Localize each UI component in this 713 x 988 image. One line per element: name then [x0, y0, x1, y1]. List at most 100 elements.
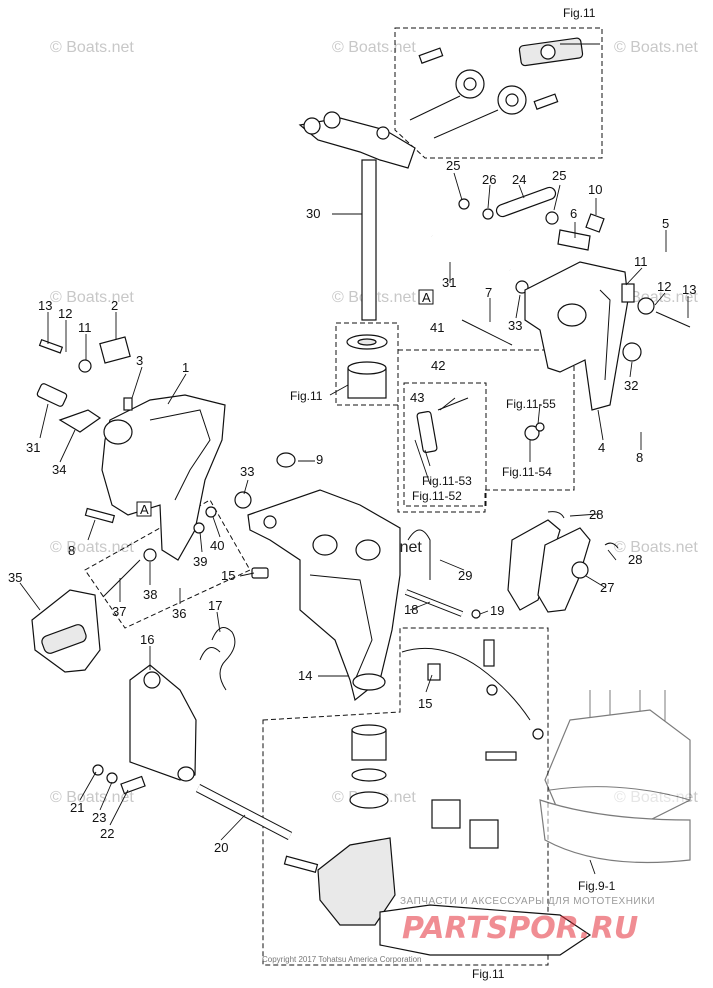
fig91-lower-unit: [539, 690, 691, 864]
shaft-20: [195, 784, 293, 840]
fig-ref-11-53: Fig.11-53: [422, 474, 472, 488]
label-10: 10: [588, 182, 602, 197]
label-35: 35: [8, 570, 22, 585]
watermark: © Boats.net: [614, 539, 698, 556]
box-36: [84, 499, 251, 629]
label-21: 21: [70, 800, 84, 815]
ref-marker-right: A: [422, 290, 431, 305]
link-arm-24: [458, 186, 605, 251]
footer: Copyright 2017 Tohatsu America Corporati…: [262, 896, 655, 964]
box-43: [403, 382, 487, 507]
label-28-lower: 28: [628, 552, 642, 567]
watermark: © Boats.net: [50, 39, 134, 56]
label-34: 34: [52, 462, 66, 477]
label-29: 29: [458, 568, 472, 583]
watermark: © Boats.net: [614, 289, 698, 306]
fig-refs: Fig.11 Fig.11 Fig.11-55 Fig.11-54 Fig.11…: [290, 6, 616, 981]
label-8-left: 8: [68, 543, 75, 558]
parts-31-34: [36, 383, 102, 433]
right-parts: [404, 511, 619, 619]
label-25-left: 25: [446, 158, 460, 173]
watermark: © Boats.net: [50, 539, 134, 556]
top-fig11-parts: [409, 37, 600, 139]
label-32: 32: [624, 378, 638, 393]
fig-ref-11-54: Fig.11-54: [502, 465, 552, 479]
label-1: 1: [182, 360, 189, 375]
label-5: 5: [662, 216, 669, 231]
label-19: 19: [490, 603, 504, 618]
bottom-fig11-parts: [283, 639, 592, 956]
label-26: 26: [482, 172, 496, 187]
label-23: 23: [92, 810, 106, 825]
fig-ref-11-52: Fig.11-52: [412, 489, 462, 503]
label-11-left: 11: [78, 320, 92, 335]
copyright: Copyright 2017 Tohatsu America Corporati…: [262, 955, 422, 964]
label-17: 17: [208, 598, 222, 613]
bushings: [346, 334, 388, 399]
tilt-lock-16-17: [92, 627, 236, 795]
label-14: 14: [298, 668, 312, 683]
fig-ref-mid: Fig.11: [290, 389, 323, 403]
ref-marker-box-left: [136, 501, 152, 517]
label-39: 39: [193, 554, 207, 569]
label-20: 20: [214, 840, 228, 855]
fig-ref-top: Fig.11: [563, 6, 596, 20]
label-9: 9: [316, 452, 323, 467]
ref-markers: A A: [136, 289, 434, 517]
label-15-lower: 15: [418, 696, 432, 711]
ref-marker-left: A: [140, 502, 149, 517]
fig-ref-bottom: Fig.11: [472, 967, 505, 981]
label-15-upper: 15: [221, 568, 235, 583]
label-36: 36: [172, 606, 186, 621]
label-12-left: 12: [58, 306, 72, 321]
label-3: 3: [136, 353, 143, 368]
label-27: 27: [600, 580, 614, 595]
watermark: © Boats.net: [50, 289, 134, 306]
label-42: 42: [431, 358, 445, 373]
mid-small-parts: [84, 452, 296, 598]
label-16: 16: [140, 632, 154, 647]
shop-tagline: ЗАПЧАСТИ И АКСЕССУАРЫ ДЛЯ МОТОТЕХНИКИ: [400, 896, 655, 907]
label-12-right: 12: [657, 279, 671, 294]
label-28-upper: 28: [589, 507, 603, 522]
label-40: 40: [210, 538, 224, 553]
label-7: 7: [485, 285, 492, 300]
clamp-bracket-1: [38, 336, 226, 561]
label-4: 4: [598, 440, 605, 455]
label-11-right: 11: [634, 254, 648, 269]
label-41: 41: [430, 320, 444, 335]
label-24: 24: [512, 172, 526, 187]
bottom-fig11-box: [262, 627, 549, 966]
label-33-right: 33: [508, 318, 522, 333]
watermark: © Boats.net: [614, 39, 698, 56]
label-31-left: 31: [26, 440, 40, 455]
label-31-upper: 31: [442, 275, 456, 290]
fig-ref-9-1: Fig.9-1: [578, 879, 616, 893]
label-43: 43: [410, 390, 424, 405]
label-13-left: 13: [38, 298, 52, 313]
handle-35: [31, 589, 101, 673]
watermark: © Boats.net: [332, 39, 416, 56]
leader-lines: [19, 172, 689, 875]
fig-ref-11-55: Fig.11-55: [506, 397, 556, 411]
label-2: 2: [111, 298, 118, 313]
clamp-bracket-4: [524, 261, 691, 411]
part-labels: 13 12 11 2 3 1 31 34 35 16 17 14 15 15 8…: [8, 158, 696, 855]
shop-logo: PARTSPOR.RU: [402, 911, 638, 946]
label-13-right: 13: [682, 282, 696, 297]
label-30: 30: [306, 206, 320, 221]
watermark: © Boats.net: [50, 789, 134, 806]
top-fig11-box: [394, 27, 603, 159]
swivel-case-14: [247, 489, 401, 702]
label-6: 6: [570, 206, 577, 221]
ref-marker-box-right: [418, 289, 434, 305]
label-22: 22: [100, 826, 114, 841]
label-18: 18: [404, 602, 418, 617]
label-38: 38: [143, 587, 157, 602]
label-25-right: 25: [552, 168, 566, 183]
label-8-right: 8: [636, 450, 643, 465]
label-33-left: 33: [240, 464, 254, 479]
label-37: 37: [112, 604, 126, 619]
steering-shaft-30: [298, 111, 416, 321]
